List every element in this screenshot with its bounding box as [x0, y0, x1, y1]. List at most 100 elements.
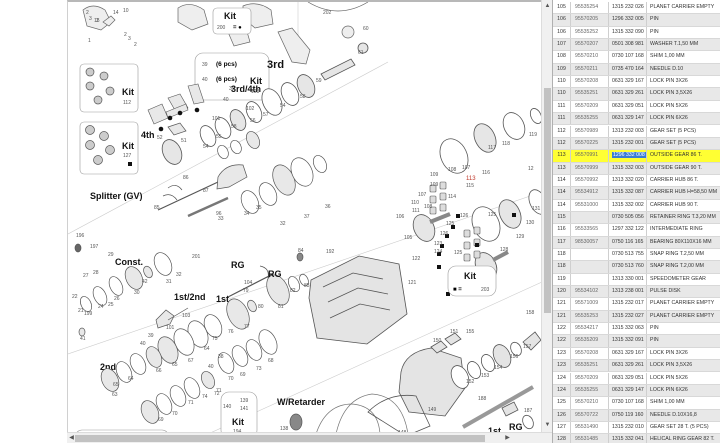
row-reference-number-text: 95535251	[575, 90, 599, 97]
row-item-number: 106	[553, 14, 571, 26]
row-part-number: 0730 107 168	[609, 397, 647, 409]
row-reference-number-text: 95535209	[575, 337, 599, 344]
row-part-number: 0730 513 760	[609, 261, 647, 273]
svg-text:32: 32	[176, 272, 182, 278]
svg-text:75: 75	[212, 336, 218, 342]
svg-text:31: 31	[166, 279, 172, 285]
svg-text:64: 64	[128, 376, 134, 382]
scroll-up-arrow-icon[interactable]: ▲	[544, 3, 551, 9]
row-reference-number: 98530057	[571, 236, 609, 248]
svg-text:126: 126	[460, 213, 469, 219]
kit-203-callout: Kit ■ = 203	[447, 265, 497, 297]
vertical-scroll-thumb[interactable]	[544, 88, 551, 313]
row-part-number: 1315 332 003	[609, 162, 647, 174]
row-item-number-text: 122	[557, 337, 566, 344]
row-part-number: 1315 332 090	[609, 26, 647, 39]
row-part-number: 0730 505 056	[609, 211, 647, 224]
diagram-horizontal-scrollbar[interactable]: ◀ ▶	[67, 432, 552, 443]
row-part-number-text: 0730 513 760	[612, 263, 644, 270]
row-reference-number: 95535252	[571, 26, 609, 39]
svg-text:72: 72	[214, 391, 220, 397]
row-description-text: LOCK PIN 5X26	[650, 102, 688, 109]
svg-text:80: 80	[258, 304, 264, 310]
svg-text:69: 69	[158, 417, 164, 423]
row-description: CARRIER HUB 90 T.	[647, 200, 720, 211]
row-reference-number-text: 95531485	[575, 436, 599, 443]
svg-text:123: 123	[434, 241, 443, 247]
row-part-number-text: 0750 116 165	[612, 238, 644, 245]
row-item-number-text: 112	[557, 139, 566, 146]
row-description: LOCK PIN 3,5X26	[647, 88, 720, 99]
svg-text:38: 38	[218, 354, 224, 360]
row-item-number: 125	[553, 397, 571, 409]
row-reference-number-text: 95570989	[575, 127, 599, 134]
svg-text:127: 127	[123, 153, 132, 159]
row-description-text: OUTSIDE GEAR 90 T.	[650, 164, 702, 171]
highlighted-ref-113[interactable]: 113	[466, 176, 476, 182]
row-item-number: 112	[553, 137, 571, 150]
row-description: WASHER T.1,50 MM	[647, 39, 720, 50]
row-item-number: 123	[553, 360, 571, 372]
horizontal-scroll-thumb[interactable]	[75, 435, 485, 442]
row-description: LOCK PIN 3X26	[647, 76, 720, 87]
svg-text:116: 116	[482, 170, 490, 176]
svg-text:86: 86	[183, 175, 189, 181]
svg-text:155: 155	[466, 329, 475, 335]
row-reference-number-text: 95570210	[575, 53, 599, 60]
row-reference-number-text: 95535254	[575, 4, 599, 10]
svg-text:199: 199	[84, 311, 93, 317]
row-item-number: 116	[553, 224, 571, 236]
scroll-left-arrow-icon[interactable]: ◀	[69, 435, 74, 441]
scroll-right-arrow-icon[interactable]: ▶	[505, 435, 510, 441]
svg-text:140: 140	[223, 404, 232, 410]
diagram-vertical-scrollbar[interactable]: ▲ ▼	[541, 0, 552, 432]
svg-text:36: 36	[325, 204, 331, 210]
scroll-down-arrow-icon[interactable]: ▼	[544, 422, 551, 428]
row-item-number-text: 110	[557, 78, 566, 85]
row-reference-number-text: 95535255	[575, 115, 599, 122]
svg-text:1: 1	[88, 38, 91, 44]
label-splitter: Splitter (GV)	[90, 191, 143, 201]
row-reference-number-text: 95570992	[575, 176, 599, 183]
row-reference-number-text: 95570208	[575, 78, 599, 85]
